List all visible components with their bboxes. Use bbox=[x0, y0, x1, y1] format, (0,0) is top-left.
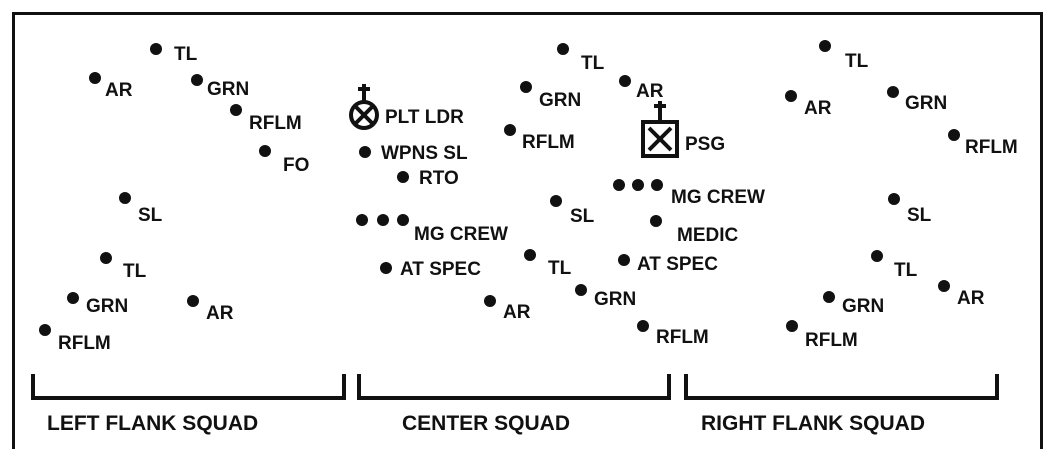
label-rifleman: RFLM bbox=[58, 333, 111, 354]
label-squad-leader: SL bbox=[907, 205, 932, 226]
left-squad-bracket bbox=[31, 374, 346, 400]
label-rifleman: RFLM bbox=[522, 132, 575, 153]
position-dot bbox=[550, 195, 562, 207]
label-medic: MEDIC bbox=[677, 225, 739, 246]
diagram-frame bbox=[12, 12, 1043, 449]
label-rifleman: RFLM bbox=[805, 330, 858, 351]
position-dot bbox=[191, 74, 203, 86]
position-dot bbox=[187, 295, 199, 307]
label-grenadier: GRN bbox=[905, 93, 948, 114]
position-dot bbox=[819, 40, 831, 52]
label-platoon-leader: PLT LDR bbox=[385, 107, 464, 128]
label-team-leader: TL bbox=[894, 260, 918, 281]
position-dot bbox=[397, 214, 409, 226]
label-team-leader: TL bbox=[581, 53, 605, 74]
label-auto-rifleman: AR bbox=[105, 80, 133, 101]
label-grenadier: GRN bbox=[207, 79, 250, 100]
position-dot bbox=[39, 324, 51, 336]
label-grenadier: GRN bbox=[86, 296, 129, 317]
position-dot bbox=[524, 249, 536, 261]
label-grenadier: GRN bbox=[842, 296, 885, 317]
label-auto-rifleman: AR bbox=[636, 81, 664, 102]
position-dot bbox=[100, 252, 112, 264]
label-auto-rifleman: AR bbox=[206, 303, 234, 324]
position-dot bbox=[618, 254, 630, 266]
label-team-leader: TL bbox=[845, 51, 869, 72]
position-dot bbox=[356, 214, 368, 226]
position-dot bbox=[557, 43, 569, 55]
right-squad-label: RIGHT FLANK SQUAD bbox=[701, 412, 925, 435]
label-mg-crew: MG CREW bbox=[671, 187, 765, 208]
position-dot bbox=[230, 104, 242, 116]
position-dot bbox=[632, 179, 644, 191]
position-dot bbox=[938, 280, 950, 292]
position-dot bbox=[619, 75, 631, 87]
label-team-leader: TL bbox=[548, 258, 572, 279]
label-at-specialist: AT SPEC bbox=[637, 254, 718, 275]
position-dot bbox=[887, 86, 899, 98]
label-rto: RTO bbox=[419, 168, 459, 189]
label-at-specialist: AT SPEC bbox=[400, 259, 481, 280]
position-dot bbox=[150, 43, 162, 55]
label-squad-leader: SL bbox=[138, 205, 163, 226]
position-dot bbox=[948, 129, 960, 141]
label-forward-observer: FO bbox=[283, 155, 310, 176]
label-auto-rifleman: AR bbox=[957, 288, 985, 309]
label-auto-rifleman: AR bbox=[804, 98, 832, 119]
label-team-leader: TL bbox=[123, 261, 147, 282]
label-squad-leader: SL bbox=[570, 206, 595, 227]
position-dot bbox=[67, 292, 79, 304]
label-mg-crew: MG CREW bbox=[414, 224, 508, 245]
platoon-sergeant-icon bbox=[641, 101, 679, 158]
position-dot bbox=[504, 124, 516, 136]
position-dot bbox=[380, 262, 392, 274]
position-dot bbox=[651, 179, 663, 191]
label-rifleman: RFLM bbox=[656, 327, 709, 348]
platoon-leader-icon bbox=[349, 84, 379, 130]
label-grenadier: GRN bbox=[539, 90, 582, 111]
right-squad-bracket bbox=[684, 374, 999, 400]
position-dot bbox=[259, 145, 271, 157]
center-squad-bracket bbox=[357, 374, 671, 400]
position-dot bbox=[823, 291, 835, 303]
position-dot bbox=[786, 320, 798, 332]
label-auto-rifleman: AR bbox=[503, 302, 531, 323]
label-weapons-squad-leader: WPNS SL bbox=[381, 143, 468, 164]
left-squad-label: LEFT FLANK SQUAD bbox=[47, 412, 259, 435]
label-platoon-sergeant: PSG bbox=[685, 134, 726, 155]
position-dot bbox=[871, 250, 883, 262]
position-dot bbox=[785, 90, 797, 102]
label-grenadier: GRN bbox=[594, 289, 637, 310]
center-squad-label: CENTER SQUAD bbox=[402, 412, 571, 435]
label-rifleman: RFLM bbox=[965, 137, 1018, 158]
position-dot bbox=[119, 192, 131, 204]
position-dot bbox=[888, 193, 900, 205]
position-dot bbox=[397, 171, 409, 183]
label-team-leader: TL bbox=[174, 44, 198, 65]
position-dot bbox=[575, 284, 587, 296]
position-dot bbox=[377, 214, 389, 226]
position-dot bbox=[359, 146, 371, 158]
position-dot bbox=[520, 81, 532, 93]
label-rifleman: RFLM bbox=[249, 113, 302, 134]
position-dot bbox=[650, 215, 662, 227]
position-dot bbox=[484, 295, 496, 307]
position-dot bbox=[637, 320, 649, 332]
position-dot bbox=[89, 72, 101, 84]
position-dot bbox=[613, 179, 625, 191]
